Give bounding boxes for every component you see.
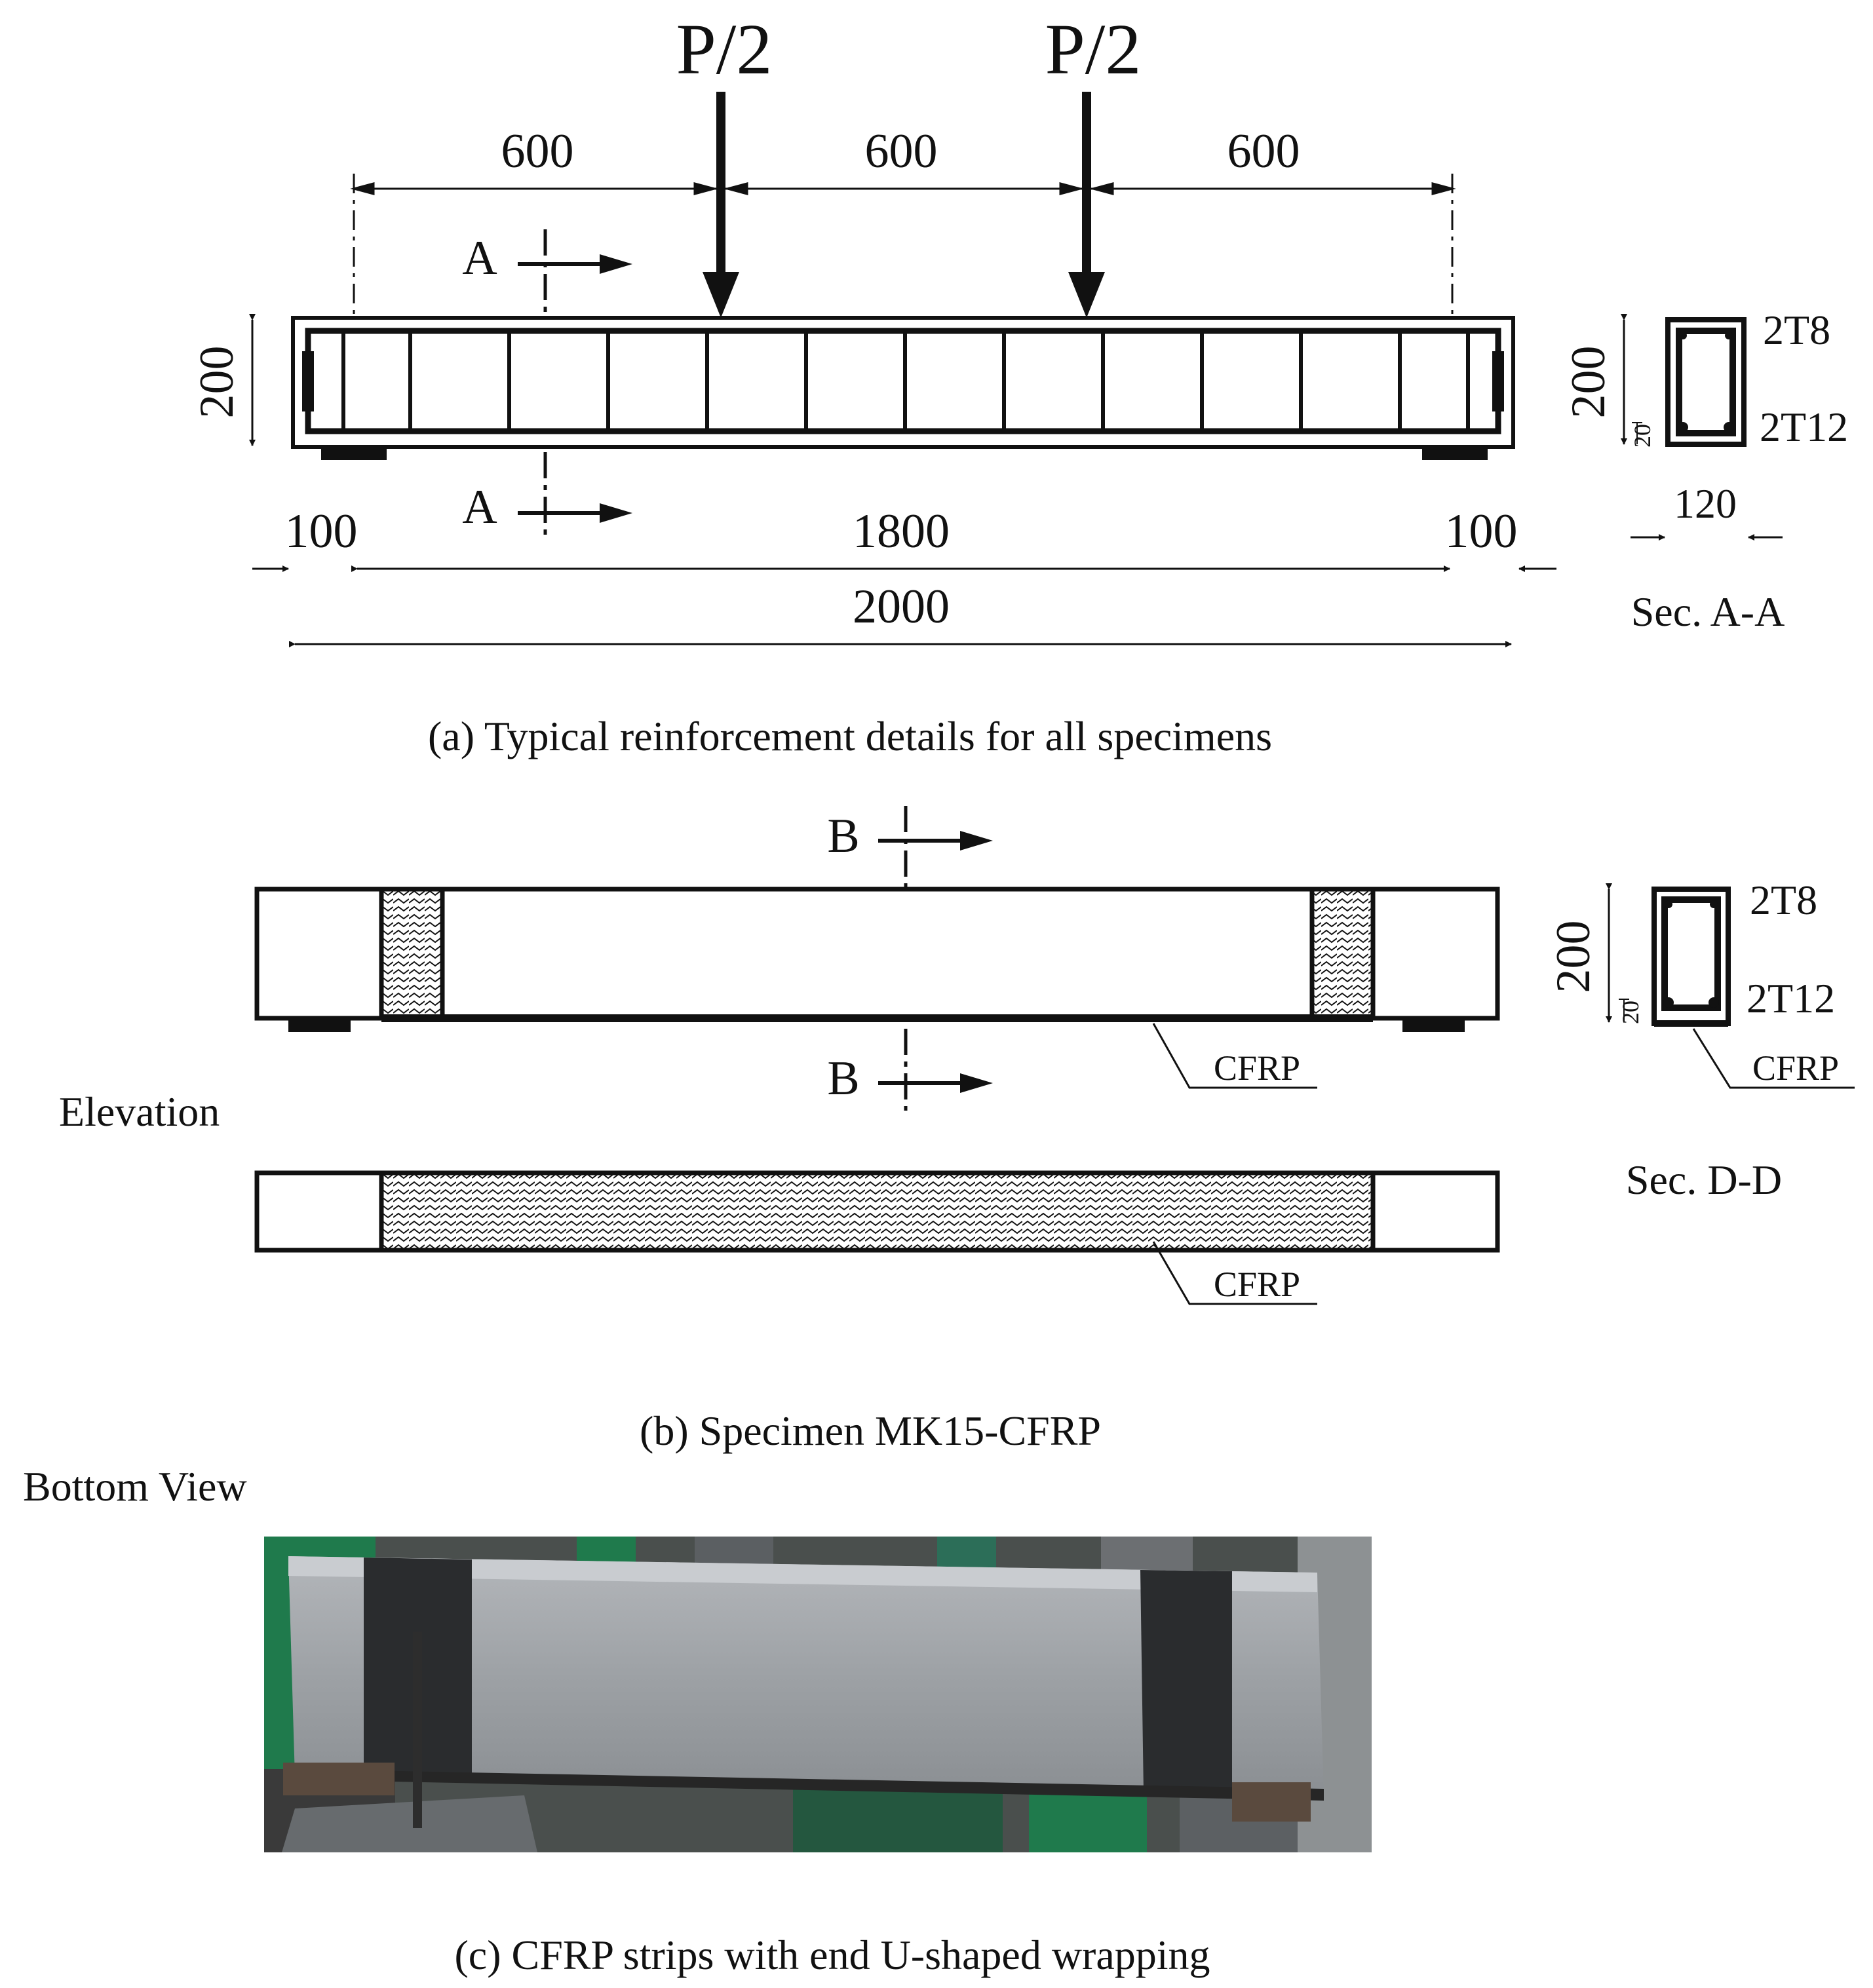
section-d-cover-label: 20	[1617, 1001, 1644, 1024]
section-cover-label: 20	[1629, 424, 1655, 448]
bolt-rod	[413, 1632, 422, 1828]
load-label-right: P/2	[1045, 9, 1142, 89]
cfrp-leader-section	[1692, 1028, 1855, 1089]
section-title-a: Sec. A-A	[1631, 588, 1785, 635]
cfrp-wrap-right	[1309, 887, 1376, 1021]
beam-elevation	[291, 316, 1515, 460]
cfrp-leader-elevation	[1152, 1023, 1317, 1089]
section-height-label: 200	[1562, 346, 1615, 419]
section-d-height-label: 200	[1547, 921, 1600, 993]
dim-1800: 1800	[853, 505, 950, 558]
height-dim-label: 200	[190, 346, 244, 419]
cfrp-leader-bottom	[1152, 1241, 1317, 1305]
beam-elevation-b	[254, 887, 1500, 1089]
support-b-right	[1402, 1020, 1465, 1032]
cfrp-label-bottom: CFRP	[1214, 1265, 1300, 1304]
dim-left-100: 100	[285, 505, 358, 558]
caption-b: (b) Specimen MK15-CFRP	[640, 1407, 1101, 1454]
section-width-label: 120	[1674, 480, 1737, 527]
top-dim-1: 600	[501, 124, 574, 178]
panel-c: (c) CFRP strips with end U-shaped wrappi…	[264, 1537, 1372, 1978]
section-mark-b-top: B	[827, 809, 859, 863]
section-d-bottom-bars: 2T12	[1747, 975, 1835, 1022]
section-title-d: Sec. D-D	[1626, 1156, 1782, 1203]
load-arrow-right	[1068, 92, 1105, 318]
cfrp-wrap-left	[379, 887, 445, 1021]
top-dim-2: 600	[865, 124, 938, 178]
elevation-label: Elevation	[59, 1088, 220, 1135]
panel-b: B B CFRP Elevation CFRP	[23, 806, 1855, 1510]
dim-right-100: 100	[1445, 505, 1518, 558]
section-d-top-bars: 2T8	[1750, 877, 1817, 923]
cross-section-a	[1621, 314, 1783, 541]
support-left	[321, 447, 387, 460]
u-wrap-right	[1140, 1570, 1232, 1795]
load-label-left: P/2	[676, 9, 773, 89]
support-right	[1422, 447, 1488, 460]
top-bars-label: 2T8	[1763, 307, 1830, 353]
test-photo	[264, 1537, 1372, 1852]
section-d-cfrp-label: CFRP	[1752, 1048, 1839, 1088]
top-dim-3: 600	[1227, 124, 1300, 178]
stirrups	[341, 331, 1470, 431]
section-mark-bottom: A	[462, 480, 497, 534]
bottom-bars-label: 2T12	[1760, 404, 1848, 450]
bottom-view-label: Bottom View	[23, 1463, 247, 1510]
cfrp-label-elevation: CFRP	[1214, 1048, 1300, 1088]
photo-support-left	[283, 1763, 395, 1795]
section-mark-b-bottom: B	[827, 1052, 859, 1105]
caption-c: (c) CFRP strips with end U-shaped wrappi…	[454, 1932, 1210, 1978]
panel-a: P/2 P/2 600 600 600 A A	[190, 9, 1848, 759]
cross-section-d	[1606, 883, 1855, 1089]
load-arrow-left	[703, 92, 739, 318]
beam-bottom-view	[254, 1170, 1500, 1305]
cfrp-sheet-bottom	[379, 1170, 1376, 1253]
concrete-beam	[288, 1556, 1324, 1799]
caption-a: (a) Typical reinforcement details for al…	[428, 713, 1272, 759]
section-mark-top: A	[462, 231, 497, 285]
cfrp-strip-photo	[295, 1769, 1324, 1801]
dim-2000: 2000	[853, 580, 950, 634]
bottom-dimension-lines	[252, 565, 1556, 647]
support-b-left	[288, 1020, 351, 1032]
